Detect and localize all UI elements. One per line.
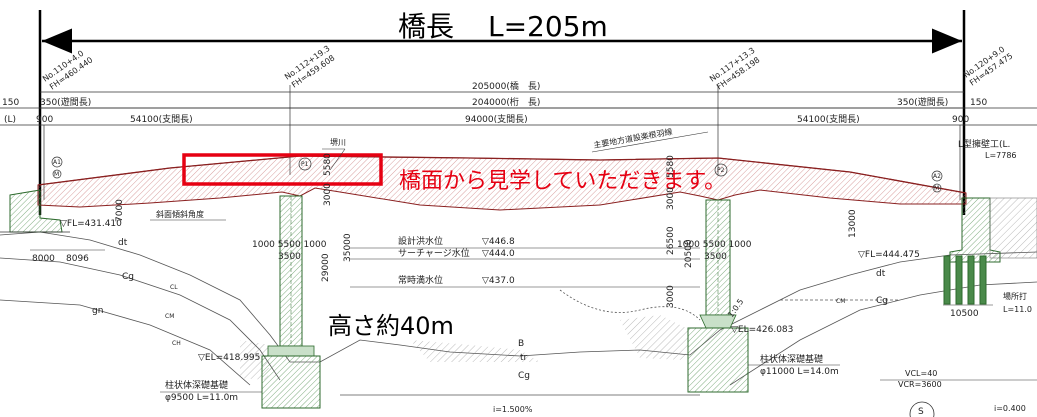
p1-h1: 5580 [323, 153, 333, 176]
geo-dt-2: dt [876, 269, 886, 279]
foundation-p1-spec: φ9500 L=11.0m [165, 393, 238, 403]
dim-span-center: 94000(支間長) [465, 113, 528, 125]
dim-span-left: 54100(支間長) [130, 113, 193, 125]
label-slope: 斜面傾斜角度 [156, 209, 204, 219]
title-length: L=205m [488, 10, 608, 43]
p2-h1: 5580 [666, 155, 676, 178]
label-retaining-len: L=7786 [985, 151, 1017, 160]
dim-end-right: 900 [952, 115, 969, 125]
left-w2: 8096 [66, 254, 89, 264]
p2-w: 1000 5500 1000 [677, 240, 752, 250]
geo-cl: CL [170, 284, 178, 291]
p1-w2: 3500 [278, 252, 301, 262]
geo-cg-2: Cg [518, 371, 530, 381]
geo-cm-1: CM [165, 313, 174, 320]
dim-gap-left: 350(遊間長) [40, 96, 91, 108]
site-len: L=11.0 [1003, 305, 1032, 314]
p1-h3: 29000 [321, 253, 331, 282]
abutment-a2 [943, 197, 1037, 305]
wl-normal-value: ▽437.0 [482, 276, 515, 286]
level-el-p2: ▽EL=426.083 [731, 325, 793, 335]
circle-mark-text: S [918, 407, 924, 417]
p1-w: 1000 5500 1000 [252, 240, 327, 250]
wl-design-name: 設計洪水位 [398, 235, 443, 247]
p2-h3: 26500 [666, 226, 676, 255]
wl-design-value: ▽446.8 [482, 237, 515, 247]
vcr: VCR=3600 [898, 380, 942, 389]
foundation-p1-name: 柱状体深礎基礎 [165, 379, 228, 391]
dim-end-left: 900 [36, 115, 53, 125]
level-fl-left: ▽FL=431.410 [60, 219, 122, 229]
dimension-lines [0, 85, 1037, 200]
dim-gap-right: 350(遊間長) [897, 96, 948, 108]
grade-right: i=0.400 [994, 404, 1026, 413]
marker-p1: P1 [301, 161, 309, 168]
p1-h4: 35000 [343, 233, 353, 262]
marker-p2: P2 [717, 167, 725, 174]
geo-b: B [518, 339, 524, 349]
height-note: 高さ約40m [328, 312, 454, 340]
geology-tags: dt Cg CL gn CM CH B tr Cg dt CM Cg [92, 238, 888, 381]
dim-girder-length: 204000(桁 長) [472, 96, 540, 108]
geo-cm-2: CM [836, 298, 845, 305]
abutment-a1 [0, 189, 70, 233]
p1-h2: 3000 [323, 183, 333, 206]
marker-a1: A1 [53, 159, 61, 166]
pier-dimensions: 5580 3000 29000 35000 1000 5500 1000 350… [30, 153, 993, 319]
left-w1: 8000 [32, 254, 55, 264]
p2-h4: 20500 [684, 239, 694, 268]
callout-box [182, 153, 383, 186]
title-kana: 橋長 [398, 10, 454, 43]
grade-left: i=1.500% [493, 405, 533, 414]
marker-a2: A2 [933, 173, 941, 180]
wl-surcharge-value: ▽444.0 [482, 249, 515, 259]
dim-left-paren: (L) [4, 115, 16, 125]
dim-edge-left: 150 [2, 98, 19, 108]
level-fl-right: ▽FL=444.475 [858, 250, 920, 260]
dim-bridge-length: 205000(橋 長) [472, 80, 540, 92]
site-cast: 場所打 [1003, 291, 1027, 301]
p2-h2: 3000 [666, 187, 676, 210]
p2-w2: 3500 [704, 252, 727, 262]
pier-p2 [687, 199, 749, 393]
geo-ch: CH [172, 340, 181, 347]
dim-span-right: 54100(支間長) [797, 113, 860, 125]
callout-text: 橋面から見学していただきます。 [399, 169, 726, 194]
a2-w: 10500 [950, 309, 979, 319]
foundation-p2-name: 柱状体深礎基礎 [760, 353, 823, 365]
marker-m2: M [934, 185, 939, 192]
water-levels: 設計洪水位 ▽446.8 サーチャージ水位 ▽444.0 常時満水位 ▽437.… [350, 235, 700, 288]
label-road: 主要地方道設楽根羽線 [593, 126, 674, 150]
geo-dt-1: dt [118, 238, 128, 248]
a2-h: 13000 [848, 209, 858, 238]
geo-tr: tr [520, 353, 528, 363]
foundation-p2-spec: φ11000 L=14.0m [760, 367, 839, 377]
marker-m1: M [54, 171, 59, 178]
geo-cg-1: Cg [122, 272, 134, 282]
dim-edge-right: 150 [970, 98, 987, 108]
section-circle-mark [909, 401, 935, 417]
vcl: VCL=40 [905, 369, 937, 378]
label-river: 堺川 [330, 137, 346, 147]
pier-p1 [261, 195, 321, 409]
wl-normal-name: 常時満水位 [398, 274, 443, 286]
label-retaining: L型擁壁工(L. [958, 138, 1010, 150]
level-el-p1: ▽EL=418.995 [198, 353, 260, 363]
a1-h: 7000 [115, 199, 125, 222]
geo-cg-3: Cg [876, 296, 888, 306]
wl-surcharge-name: サーチャージ水位 [398, 247, 470, 259]
geo-gn: gn [92, 306, 103, 316]
node-markers [51, 156, 943, 193]
p2-h5: 3000 [666, 285, 676, 308]
